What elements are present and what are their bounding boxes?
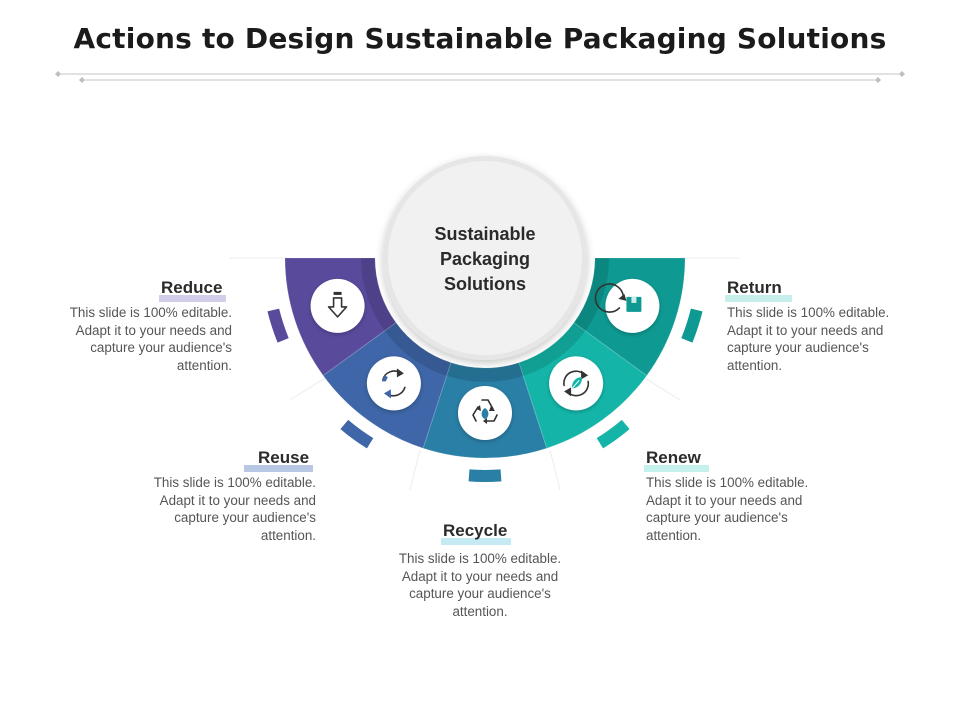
segment-reduce-inner-band (361, 258, 397, 331)
renew-title: Renew (644, 448, 709, 472)
segment-icons (310, 278, 660, 440)
recycle-icon (458, 386, 512, 440)
segment-recycle-inner-band (446, 362, 524, 382)
tick-renew (596, 419, 630, 449)
reduce-title: Reduce (159, 278, 227, 302)
title-divider (55, 71, 905, 83)
tick-recycle (468, 469, 502, 483)
guide-lines (230, 257, 740, 491)
return-description: This slide is 100% editable. Adapt it to… (727, 305, 890, 373)
segment-return-inner-band (573, 258, 609, 331)
return-title: Return (725, 278, 792, 302)
segment-reuse-inner-band (384, 322, 452, 376)
outer-ticks (267, 308, 703, 483)
reduce-description: This slide is 100% editable. Adapt it to… (69, 305, 232, 373)
tick-reuse (340, 419, 374, 449)
reuse-title: Reuse (244, 448, 314, 472)
hub-line-3: Solutions (444, 274, 526, 294)
page-title: Actions to Design Sustainable Packaging … (73, 22, 887, 55)
down-arrow-icon (310, 278, 365, 333)
return-box-icon (594, 278, 660, 333)
reuse-description: This slide is 100% editable. Adapt it to… (153, 475, 316, 543)
hub-circle (383, 156, 587, 360)
tick-return (681, 308, 703, 343)
recycle-title: Recycle (441, 521, 512, 545)
segment-renew-inner-band (518, 322, 586, 376)
hub-line-2: Packaging (439, 249, 531, 269)
renew-leaf-icon (549, 356, 604, 411)
rotate-arrows-icon (366, 356, 421, 411)
hub-line-1: Sustainable (434, 224, 536, 244)
recycle-description: This slide is 100% editable. Adapt it to… (398, 551, 562, 619)
renew-description: This slide is 100% editable. Adapt it to… (646, 475, 809, 543)
hub-label: Sustainable Packaging Solutions (405, 222, 565, 297)
tick-reduce (267, 308, 289, 343)
